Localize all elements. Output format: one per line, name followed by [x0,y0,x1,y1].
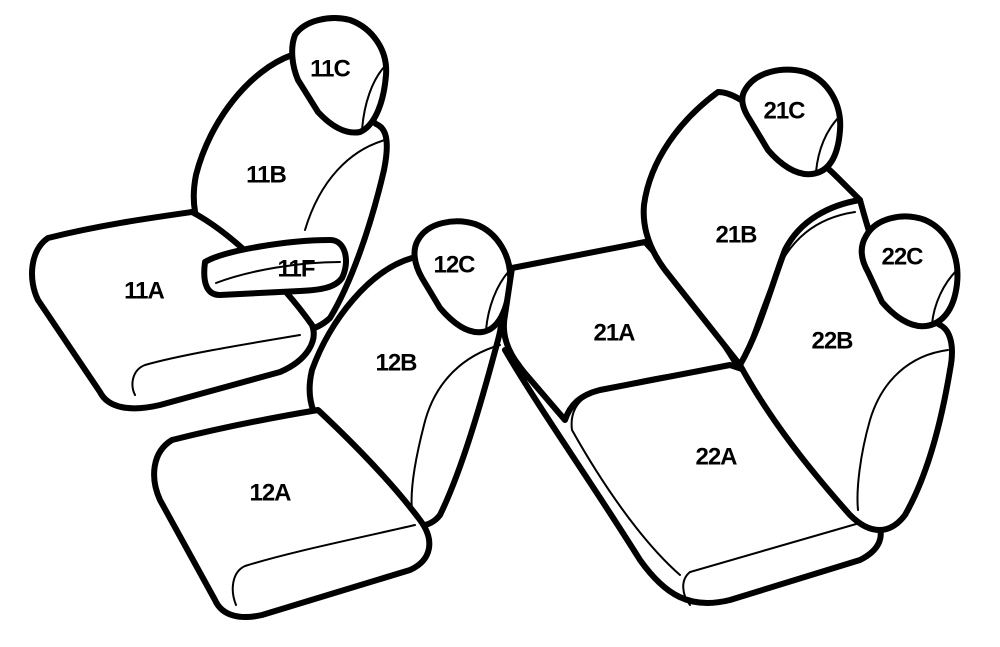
cushion-22A [502,347,884,607]
label-11A: 11A [124,277,164,304]
headrest-22C-seam [931,269,958,325]
label-11F: 11F [277,255,314,282]
label-21B: 21B [715,221,757,248]
label-22A: 22A [695,443,737,470]
backrest-21B-22B-seam [741,211,856,363]
headrest-12C-seam [485,269,511,331]
label-11B: 11B [246,161,286,188]
cushion-22A-top-seam [570,365,739,576]
label-12C: 12C [433,251,475,278]
label-12A: 12A [249,479,291,506]
rear-bench: 21C 21B 21A 22C 22B 22A [500,66,961,607]
headrest-11C [289,15,390,136]
cushion-12A-seam [231,524,416,606]
backrest-11B-seam [304,139,386,231]
seat-12: 12C 12B 12A [151,218,514,621]
label-21C: 21C [763,97,805,124]
label-12B: 12B [375,349,417,376]
headrest-11C-seam [361,65,386,131]
label-22B: 22B [811,327,853,354]
cushion-22A-front-seam [682,519,871,606]
seat-11: 11C 11B 11A 11F [29,15,390,412]
backrest-22B-seam [856,349,949,511]
headrest-21C [739,66,844,178]
headrest-21C-seam [815,115,841,173]
label-21A: 21A [593,319,635,346]
cushion-12A [151,407,433,621]
cushion-11A-seam [131,334,301,396]
label-22C: 22C [881,243,923,270]
backrest-12B-seam [410,344,501,511]
armrest-11F-seam [215,261,341,284]
label-11C: 11C [310,55,350,82]
headrest-22C [858,213,961,330]
